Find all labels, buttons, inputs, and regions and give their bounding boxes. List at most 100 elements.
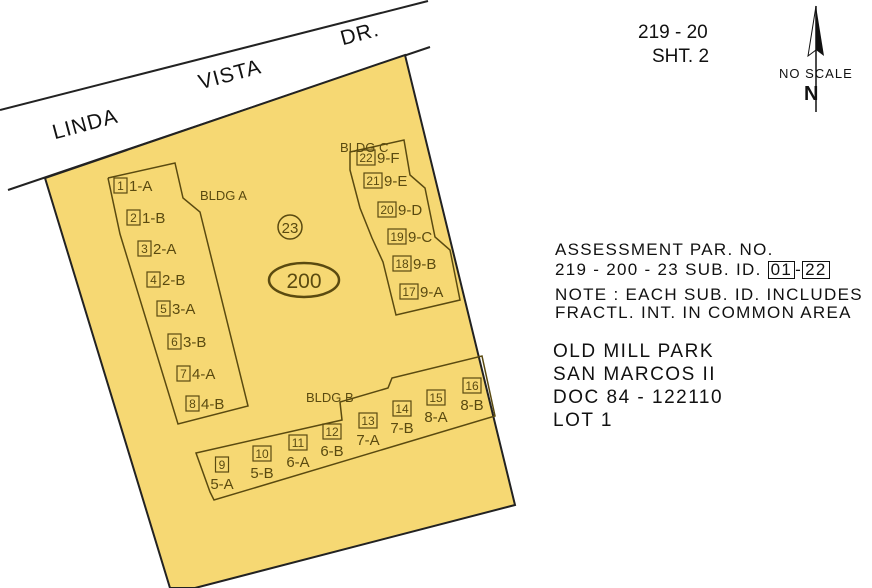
north-arrow-icon (807, 5, 824, 112)
unit-label: 9-F (377, 150, 400, 167)
unit-number: 22 (359, 151, 373, 165)
unit-label: 4-B (201, 396, 224, 413)
unit-label: 2-B (162, 272, 185, 289)
street-edge-upper (0, 0, 429, 111)
unit-number: 20 (380, 203, 394, 217)
unit-number: 17 (402, 285, 416, 299)
unit-14: 147-B (390, 400, 414, 437)
unit-6: 6 3-B (167, 333, 206, 351)
bldg-a-label: BLDG A (200, 188, 247, 203)
unit-number: 14 (395, 402, 409, 416)
unit-number-box (214, 456, 230, 473)
parcel-number: 23 (282, 220, 299, 237)
unit-label: 2-A (153, 241, 176, 258)
unit-9: 95-A (210, 456, 234, 493)
unit-label: 3-B (183, 334, 206, 351)
unit-number: 18 (395, 257, 409, 271)
unit-number: 12 (325, 425, 339, 439)
unit-21: 21 9-E (363, 172, 407, 190)
unit-12: 126-B (320, 423, 344, 460)
sheet-number: SHT. 2 (652, 46, 710, 67)
unit-number: 7 (180, 367, 187, 381)
unit-label: 1-A (129, 178, 152, 195)
parcel-number-circle (277, 214, 303, 240)
unit-number: 21 (366, 174, 380, 188)
unit-number-box (356, 149, 376, 166)
lot-number: LOT 1 (553, 410, 613, 431)
sub-id-start: 01 (767, 261, 796, 279)
unit-number-box (392, 255, 412, 272)
unit-label: 1-B (142, 210, 165, 227)
unit-number-box (167, 333, 182, 350)
unit-13: 137-A (356, 412, 380, 449)
subdivision-unit: SAN MARCOS II (553, 364, 717, 385)
unit-label: 4-A (192, 366, 215, 383)
sheet-book-page: 219 - 20 (638, 22, 708, 43)
unit-16: 168-B (460, 377, 484, 414)
unit-label: 9-E (384, 173, 407, 190)
unit-number: 1 (117, 179, 124, 193)
unit-17: 17 9-A (399, 283, 443, 301)
unit-1: 1 1-A (113, 177, 152, 195)
unit-number-box (176, 365, 191, 382)
unit-number-box (426, 389, 446, 406)
unit-label: 5-B (250, 465, 273, 482)
document-number: DOC 84 - 122110 (553, 387, 724, 408)
unit-label: 9-A (420, 284, 443, 301)
unit-number-box (146, 271, 161, 288)
unit-label: 9-B (413, 256, 436, 273)
unit-number-box (113, 177, 128, 194)
unit-number: 19 (390, 230, 404, 244)
unit-4: 4 2-B (146, 271, 185, 289)
unit-number: 4 (150, 273, 157, 287)
book-number: 200 (286, 270, 321, 293)
unit-label: 6-A (286, 454, 309, 471)
subdivision-name: OLD MILL PARK (553, 341, 714, 362)
unit-number-box (363, 172, 383, 189)
unit-number-box (288, 434, 308, 451)
unit-number: 16 (465, 379, 479, 393)
sub-id-dash: - (795, 260, 803, 279)
unit-number: 9 (219, 458, 226, 472)
unit-number: 6 (171, 335, 178, 349)
unit-label: 7-A (356, 432, 379, 449)
unit-number-box (252, 445, 272, 462)
sub-id-end: 22 (802, 261, 830, 279)
unit-10: 105-B (250, 445, 274, 482)
unit-label: 6-B (320, 443, 343, 460)
unit-number: 2 (130, 211, 137, 225)
assessment-heading: ASSESSMENT PAR. NO. (555, 240, 774, 259)
unit-number: 3 (141, 242, 148, 256)
bldg-c-outline (349, 139, 461, 316)
unit-number-box (387, 228, 407, 245)
unit-number-box (156, 300, 171, 317)
assessment-parcel-line: 219 - 200 - 23 SUB. ID. 01-22 (555, 259, 830, 280)
no-scale-label: NO SCALE (779, 66, 853, 81)
bldg-b-outline (195, 355, 496, 501)
unit-number-box (377, 201, 397, 218)
unit-label: 9-C (408, 229, 432, 246)
unit-7: 7 4-A (176, 365, 215, 383)
unit-label: 7-B (390, 420, 413, 437)
bldg-c-label: BLDG C (340, 140, 388, 155)
unit-19: 19 9-C (387, 228, 432, 246)
unit-15: 158-A (424, 389, 448, 426)
unit-number: 5 (160, 302, 167, 316)
unit-11: 116-A (286, 434, 310, 471)
unit-3: 3 2-A (137, 240, 176, 258)
book-number-oval (267, 261, 341, 299)
unit-22: 22 9-F (356, 149, 400, 167)
north-label: N (804, 83, 819, 105)
unit-number-box (392, 400, 412, 417)
unit-20: 20 9-D (377, 201, 422, 219)
unit-label: 8-A (424, 409, 447, 426)
bldg-a-outline (107, 162, 249, 425)
unit-number-box (358, 412, 378, 429)
unit-label: 9-D (398, 202, 422, 219)
unit-number-box (137, 240, 152, 257)
assessment-note-line2: FRACTL. INT. IN COMMON AREA (555, 303, 852, 322)
unit-number: 13 (361, 414, 375, 428)
